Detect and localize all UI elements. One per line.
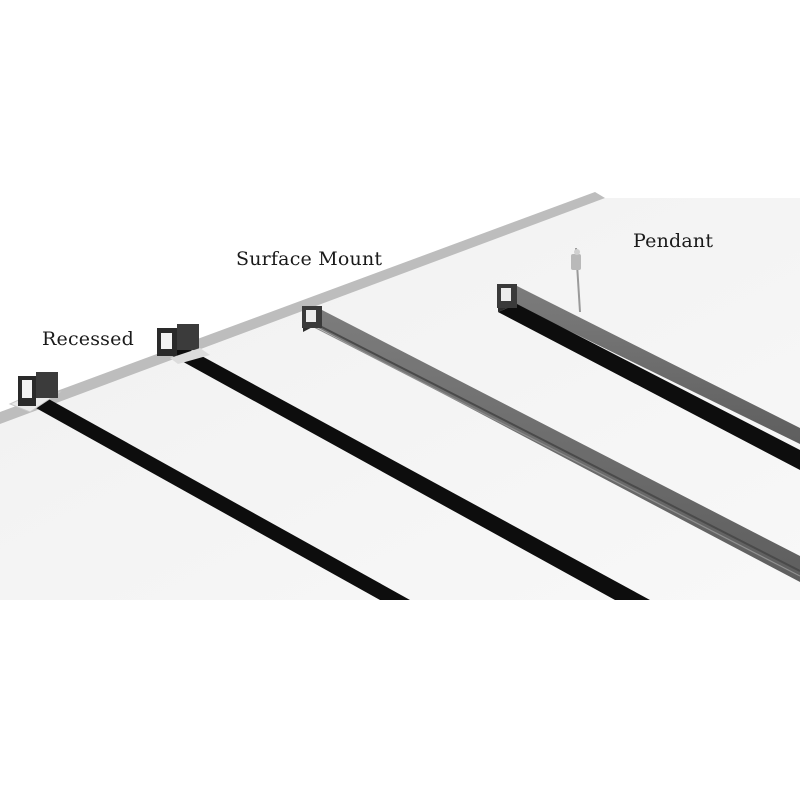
- recessed-label: Recessed: [42, 328, 134, 350]
- pendant-label: Pendant: [633, 230, 714, 252]
- surface-mount-label: Surface Mount: [236, 248, 383, 270]
- pendant-track: [497, 247, 800, 470]
- recessed-track: [8, 372, 410, 600]
- surface-mount-black-track: [157, 324, 650, 600]
- surface-mount-gray-track: [302, 306, 800, 582]
